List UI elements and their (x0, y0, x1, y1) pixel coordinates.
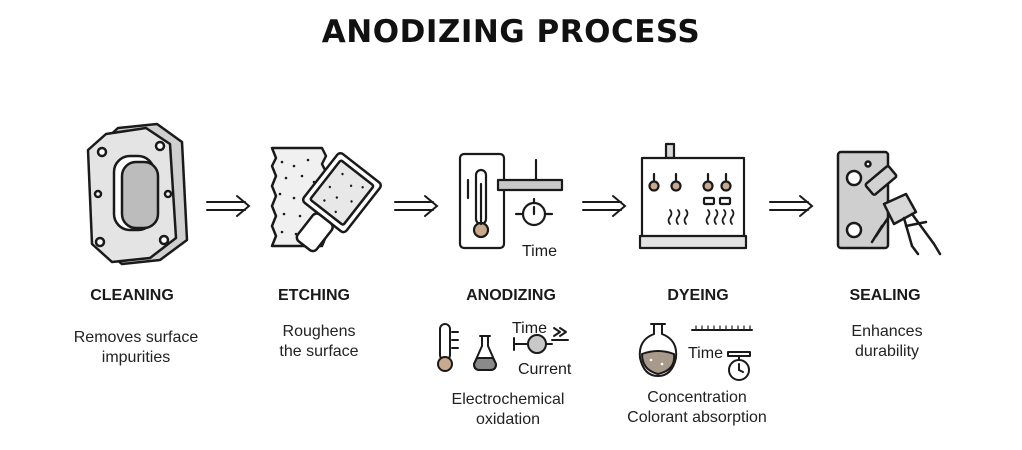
textured-pad-icon (270, 146, 382, 253)
sealing-tool-icon (836, 150, 942, 256)
anodizing-tank-icon: Time (458, 152, 564, 260)
metal-frame-icon (86, 122, 189, 266)
arrow-icon (582, 195, 627, 217)
process-parameters-icon: Time Current (437, 320, 572, 378)
anodizing-sub-time-text: Time (512, 320, 547, 337)
dye-bath-icon (638, 142, 748, 250)
arrow-icon (206, 195, 251, 217)
dye-parameters-icon: Time (638, 323, 753, 381)
step-label-cleaning: CLEANING (90, 287, 174, 304)
step-label-etching: ETCHING (278, 287, 350, 304)
arrow-icon (769, 195, 814, 217)
step-label-sealing: SEALING (849, 287, 921, 304)
anodizing-time-text: Time (522, 243, 557, 260)
arrow-icon (394, 195, 439, 217)
anodizing-current-text: Current (518, 361, 572, 378)
dyeing-time-text: Time (688, 345, 723, 362)
step-label-anodizing: ANODIZING (466, 287, 556, 304)
step-label-dyeing: DYEING (667, 287, 729, 304)
diagram-title: ANODIZING PROCESS (321, 14, 701, 50)
